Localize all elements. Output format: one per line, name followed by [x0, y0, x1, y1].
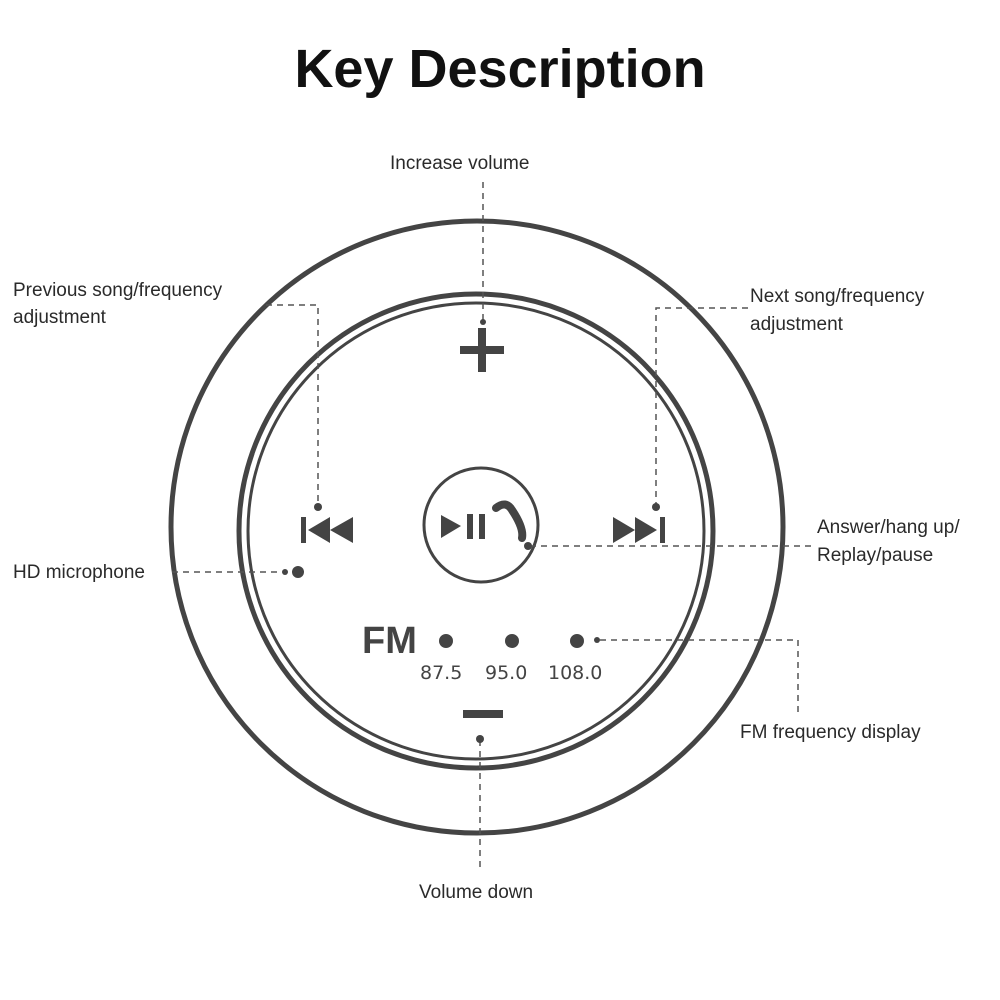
previous-icon[interactable]	[301, 517, 353, 543]
fm-indicator-108.0	[570, 634, 584, 648]
minus-icon[interactable]	[463, 710, 503, 718]
fm-label: FM	[362, 620, 417, 662]
label-hd-microphone: HD microphone	[13, 562, 145, 583]
label-next-1: Next song/frequency	[750, 286, 925, 307]
frequency-label: 108.0	[548, 662, 603, 684]
leader-next	[655, 307, 748, 505]
next-icon[interactable]	[613, 517, 665, 543]
play-pause-call-button[interactable]	[422, 466, 540, 584]
inner-ring	[236, 291, 716, 771]
label-next-2: adjustment	[750, 314, 843, 335]
page-title: Key Description	[294, 39, 706, 99]
label-previous-1: Previous song/frequency	[13, 280, 223, 301]
label-fm-display: FM frequency display	[740, 722, 921, 743]
label-answer-2: Replay/pause	[817, 545, 934, 566]
outer-ring	[168, 218, 786, 836]
label-volume-down: Volume down	[419, 882, 534, 903]
phone-icon	[492, 500, 527, 542]
fm-indicator-95.0	[505, 634, 519, 648]
inner-ring-2	[246, 301, 706, 761]
hd-microphone-hole	[292, 566, 304, 578]
frequency-label: 87.5	[420, 662, 463, 684]
frequency-label: 95.0	[485, 662, 528, 684]
leader-fm	[600, 639, 799, 716]
label-answer-1: Answer/hang up/	[817, 517, 960, 538]
label-previous-2: adjustment	[13, 307, 106, 328]
label-increase-volume: Increase volume	[390, 153, 530, 174]
play-pause-icon	[441, 514, 485, 539]
fm-indicator-87.5	[439, 634, 453, 648]
plus-icon[interactable]	[460, 328, 504, 372]
